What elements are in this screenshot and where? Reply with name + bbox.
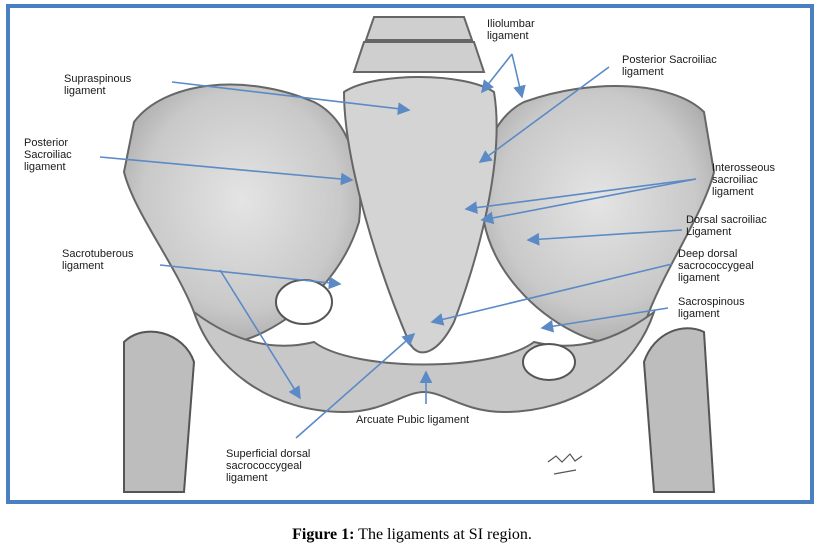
right-obturator-foramen xyxy=(522,343,576,381)
label-arcuate-pubic-ligament: Arcuate Pubic ligament xyxy=(356,414,470,426)
left-ilium xyxy=(122,83,362,344)
leader-posterior-sacroiliac-right xyxy=(478,66,610,163)
leader-posterior-sacroiliac-left xyxy=(99,156,354,186)
leader-dorsal-sacroiliac xyxy=(526,229,683,246)
caption-label: Figure 1: xyxy=(292,526,355,543)
left-femur xyxy=(123,330,196,493)
label-supraspinous-ligament: Supraspinous ligament xyxy=(64,73,132,97)
leader-deep-dorsal xyxy=(430,263,673,326)
label-sacrotuberous-ligament: Sacrotuberous ligament xyxy=(62,248,134,272)
label-posterior-sacroiliac-left: Posterior Sacroiliac ligament xyxy=(24,137,72,173)
pelvis-illustration xyxy=(99,16,716,493)
label-deep-dorsal-sacrococcygeal: Deep dorsal sacrococcygeal ligament xyxy=(678,248,754,284)
leader-superficial-dorsal xyxy=(295,332,416,439)
label-dorsal-sacroiliac: Dorsal sacroiliac Ligament xyxy=(686,214,767,238)
leader-sacrotuberous-b xyxy=(219,269,301,400)
label-posterior-sacroiliac-right: Posterior Sacroiliac ligament xyxy=(622,54,717,78)
label-iliolumbar-ligament: Iliolumbar ligament xyxy=(487,18,535,42)
leader-iliolumbar-a xyxy=(481,53,513,94)
lumbar-vertebra xyxy=(364,16,474,41)
lumbar-vertebra xyxy=(352,41,486,73)
leader-interosseous-b xyxy=(480,178,697,225)
leader-sacrospinous xyxy=(540,307,669,333)
artist-signature xyxy=(547,453,583,475)
sacrum xyxy=(342,76,498,354)
label-interosseous-sacroiliac: Interosseous sacroiliac ligament xyxy=(712,162,775,198)
right-ilium xyxy=(479,85,716,344)
right-femur xyxy=(642,327,716,493)
leader-interosseous-a xyxy=(464,178,697,214)
label-superficial-dorsal-sacrococcygeal: Superficial dorsal sacrococcygeal ligame… xyxy=(226,448,311,484)
leader-iliolumbar-b xyxy=(511,53,526,99)
lower-pelvis xyxy=(192,309,656,414)
leader-sacrotuberous-a xyxy=(159,264,342,290)
caption-text: The ligaments at SI region. xyxy=(354,526,532,543)
figure-caption: Figure 1: The ligaments at SI region. xyxy=(0,526,824,544)
label-sacrospinous-ligament: Sacrospinous ligament xyxy=(678,296,745,320)
left-obturator-foramen xyxy=(275,279,333,325)
leader-supraspinous xyxy=(171,81,411,116)
